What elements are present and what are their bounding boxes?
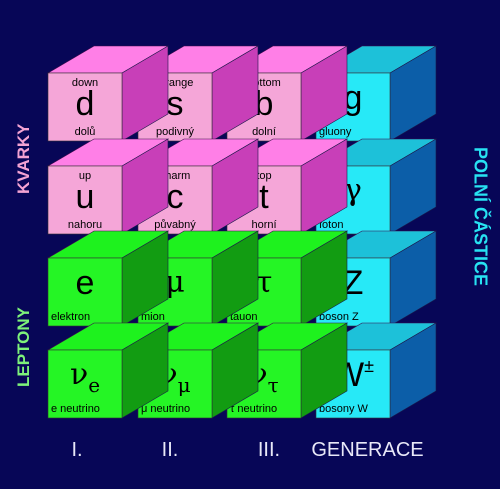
particle-symbol: Z [316,266,390,300]
particle-czech-name: půvabný [154,219,196,231]
generation-label: GENERACE [311,439,424,461]
particle-czech-name: nahoru [67,219,103,231]
particle-czech-name: mion [141,311,165,323]
symbol-subscript: e [88,373,101,397]
symbol-main: τ [255,265,273,300]
particle-symbol: u [48,180,122,214]
particle-electron-neutrino: νe e neutrino [46,322,170,440]
symbol-main: μ [165,265,185,300]
particle-symbol: μ [138,266,212,300]
symbol-main: Z [342,264,364,302]
symbol-main: γ [344,173,362,208]
cube-shape [46,322,170,419]
particle-symbol: νe [48,357,122,398]
particle-english-name: up [78,170,92,182]
cube-shape [46,138,170,235]
particle-czech-name: boson Z [319,311,359,323]
generation-3-label: III. [257,439,281,461]
symbol-main: d [75,85,95,123]
particle-symbol: γ [316,174,390,208]
particle-czech-name: e neutrino [51,403,100,415]
particle-symbol: t [227,180,301,214]
cube-face [47,165,123,235]
particle-english-name: top [256,170,272,182]
symbol-main: e [75,264,95,302]
particle-english-name: down [71,77,99,89]
particle-czech-name: gluony [319,126,352,138]
particle-czech-name: horní [251,219,277,231]
symbol-subscript: τ [267,373,279,397]
symbol-main: b [254,85,274,123]
particle-czech-name: elektron [51,311,91,323]
cube-face [47,349,123,419]
symbol-superscript: ± [364,356,374,376]
particle-czech-name: podivný [156,126,194,138]
generation-1-label: I. [71,439,83,461]
symbol-main: g [343,79,363,117]
symbol-main: s [166,85,184,123]
particle-symbol: b [227,87,301,121]
symbol-subscript: μ [177,373,191,397]
particle-czech-name: foton [319,219,344,231]
particle-tau: τ tauon [225,230,349,348]
particle-symbol: e [48,266,122,300]
particle-face: g gluony [316,73,390,141]
cube-face [47,72,123,142]
leptons-label: LEPTONY [14,307,33,387]
cube-face [47,257,123,327]
particle-face: e elektron [48,258,122,326]
quarks-label: KVARKY [14,123,33,194]
generation-2-label: II. [161,439,179,461]
particle-symbol: τ [227,266,301,300]
particle-symbol: c [138,180,212,214]
cube-shape [46,45,170,142]
cube-shape [46,230,170,327]
particle-czech-name: bosony W [319,403,368,415]
symbol-main: ν [69,357,89,392]
particle-face: νe e neutrino [48,350,122,418]
particle-symbol: g [316,81,390,115]
particle-czech-name: μ neutrino [141,403,191,415]
field-particles-label: POLNÍ ČÁSTICE [470,146,491,286]
particle-czech-name: τ neutrino [230,403,278,415]
particle-symbol: d [48,87,122,121]
particle-symbol: s [138,87,212,121]
particle-electron: e elektron [46,230,170,348]
particle-czech-name: dolů [74,126,96,138]
particle-czech-name: tauon [230,311,258,323]
particle-czech-name: dolní [252,126,276,138]
symbol-main: c [166,178,184,216]
symbol-main: t [259,178,269,216]
particle-face: τ tauon [227,258,301,326]
symbol-main: u [75,178,95,216]
